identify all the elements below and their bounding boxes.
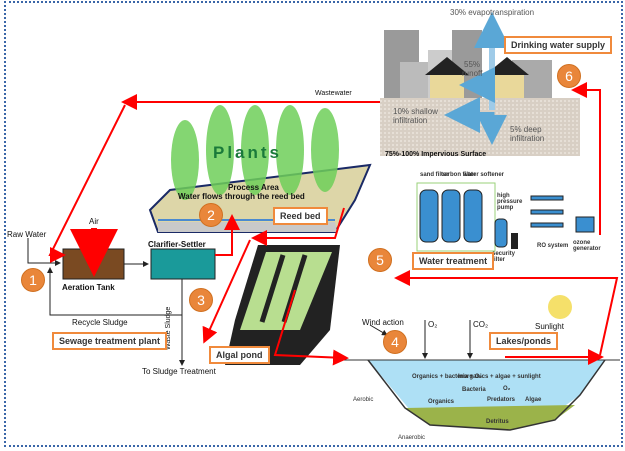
security-filter-label: security filter — [492, 251, 516, 263]
sand-filter-label: sand filter — [420, 172, 449, 178]
sunlight-label: Sunlight — [535, 322, 564, 331]
sun-icon — [548, 295, 572, 319]
raw-water-label: Raw Water — [7, 230, 47, 239]
flow-arrows — [48, 82, 619, 366]
shallow-label: infiltration — [393, 116, 428, 125]
flow-to-sludge — [202, 239, 251, 344]
lake-pond — [340, 295, 620, 431]
impervious-label: 75%-100% Impervious Surface — [385, 151, 487, 158]
deep-pct-label: 5% deep — [510, 125, 542, 134]
detritus-label: Detritus — [486, 419, 509, 425]
step-4-badge: 4 — [383, 330, 407, 354]
raw-water-line — [27, 238, 61, 266]
step-3-badge: 3 — [189, 288, 213, 312]
wind-action-label: Wind action — [362, 318, 404, 327]
reed-plants — [171, 105, 339, 200]
clarifier-settler — [150, 248, 216, 280]
shallow-pct-label: 10% shallow — [393, 107, 438, 116]
process-area-label: Process Area — [228, 183, 279, 192]
algae-label: Algae — [525, 397, 542, 403]
flow-to-water-treatment — [394, 270, 619, 356]
urban-area — [380, 12, 580, 156]
flow-reed-to-algal — [251, 207, 345, 246]
step-2-badge: 2 — [199, 203, 223, 227]
evapotranspiration-label: 30% evapotranspiration — [450, 8, 535, 17]
step-1-badge: 1 — [21, 268, 45, 292]
anaerobic-label: Anaerobic — [398, 435, 426, 441]
deep-label: infiltration — [510, 134, 545, 143]
step-6-badge: 6 — [557, 64, 581, 88]
inorganics-label: Inorganics + algae + sunlight — [458, 374, 541, 380]
water-treatment-label: Water treatment — [412, 252, 495, 270]
recycle-sludge-label: Recycle Sludge — [72, 318, 128, 327]
organics-label: Organics — [428, 399, 455, 405]
ro-system-label: RO system — [537, 243, 569, 249]
flow-to-aeration — [48, 104, 126, 263]
ozone-generator-label: ozone generator — [573, 240, 601, 252]
organics-bacteria-label: Organics + bacteria + O₂ — [412, 374, 483, 380]
drinking-water-supply-label: Drinking water supply — [504, 36, 613, 54]
carbon-filter-label: carbon filter — [441, 172, 476, 178]
predators-label: Predators — [487, 397, 516, 403]
to-sludge-treatment-label: To Sludge Treatment — [142, 367, 216, 376]
lakes-ponds-label: Lakes/ponds — [489, 332, 559, 350]
o2-inner-label: O₂ — [503, 386, 511, 392]
water-treatment-equipment — [416, 182, 595, 252]
water-softener-label: water softener — [463, 172, 505, 178]
sewage-treatment-plant-label: Sewage treatment plant — [52, 332, 168, 350]
algal-pond — [225, 245, 340, 365]
high-pressure-pump-label: high pressure pump — [497, 193, 523, 211]
reed-bed — [148, 105, 372, 233]
flow-to-drinking-supply — [571, 82, 601, 235]
house-right — [485, 57, 529, 98]
co2-label: CO₂ — [473, 320, 489, 329]
reed-bed-label: Reed bed — [273, 207, 328, 225]
plants-label: Plants — [213, 143, 283, 162]
runoff-pct-label: 55% — [464, 60, 481, 69]
wastewater-label: Wastewater — [315, 90, 352, 97]
air-label: Air — [89, 217, 99, 226]
diagram-frame — [4, 1, 623, 447]
house-left — [425, 57, 469, 98]
water-flows-label: Water flows through the reed bed — [178, 192, 305, 201]
aeration-tank-label: Aeration Tank — [62, 283, 115, 292]
runoff-label: runoff — [462, 69, 483, 78]
wind-arrow — [369, 324, 388, 336]
flow-to-reed-bed — [215, 214, 240, 256]
flow-algal-to-lake — [273, 289, 349, 366]
o2-label: O₂ — [428, 320, 438, 329]
step-5-badge: 5 — [368, 248, 392, 272]
clarifier-label: Clarifier-Settler — [148, 240, 206, 249]
algal-pond-label: Algal pond — [209, 346, 270, 364]
recycle-sludge-line — [47, 267, 183, 316]
bacteria-label: Bacteria — [462, 387, 486, 393]
aerobic-label: Aerobic — [353, 397, 374, 403]
